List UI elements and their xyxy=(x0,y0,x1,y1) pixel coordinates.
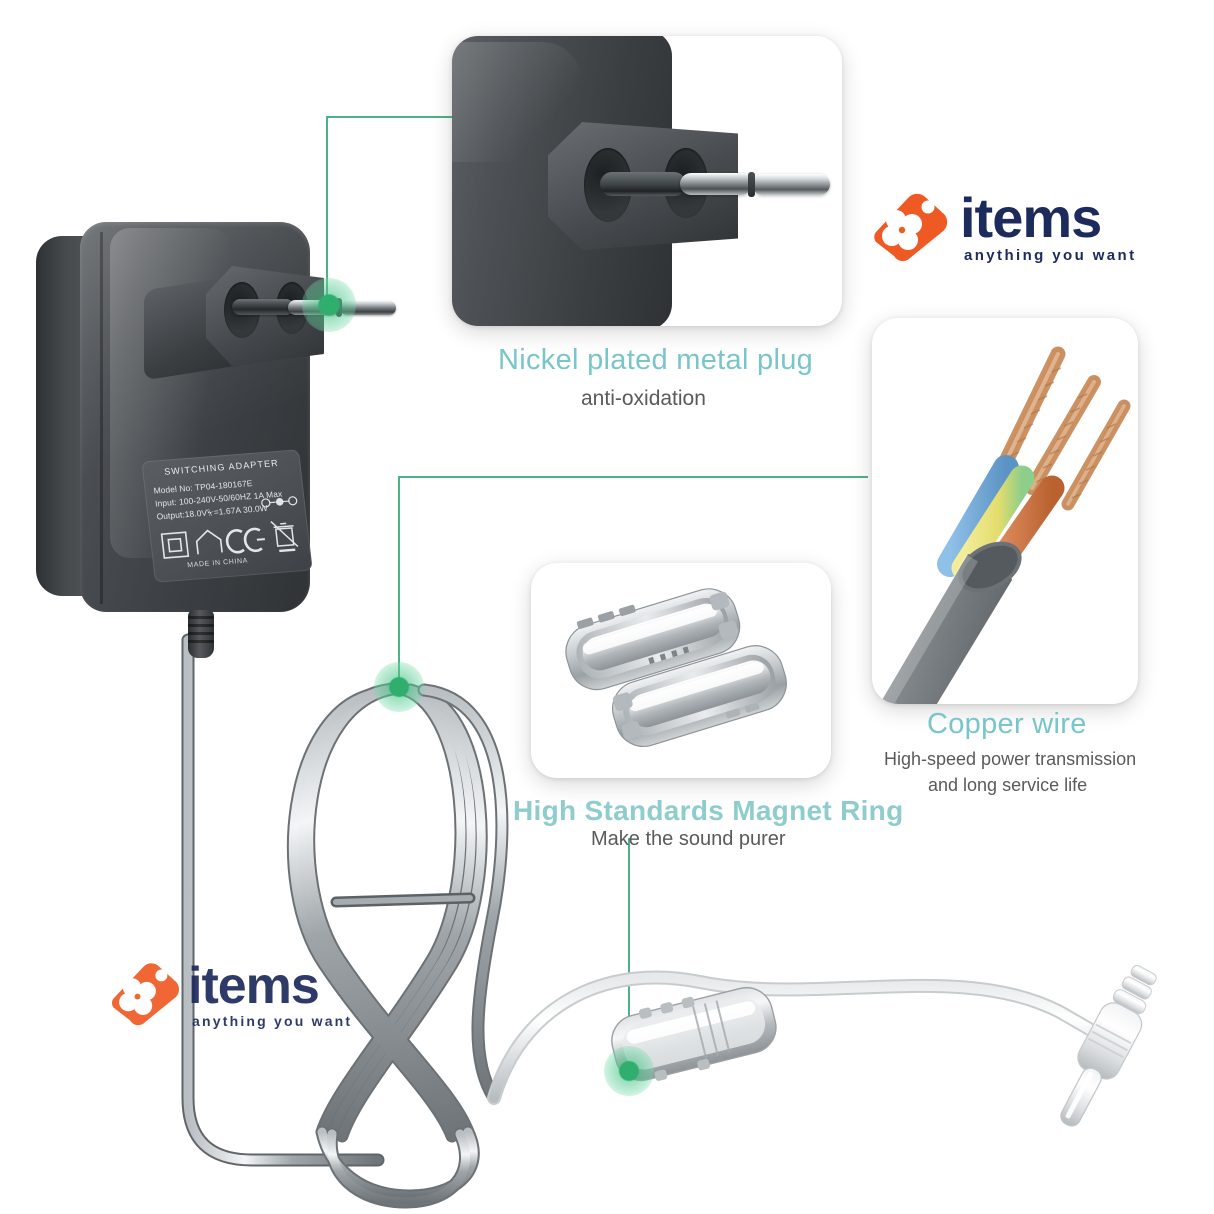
callout-subtitle-copper-wire-line1: High-speed power transmission xyxy=(884,749,1137,769)
dc-plug-barrel-tip xyxy=(1060,1067,1102,1127)
leader-line-plug-horizontal xyxy=(326,116,478,118)
adapter-seam-line xyxy=(100,232,103,604)
ferrite-core-illustration xyxy=(565,588,787,747)
output-cable xyxy=(487,970,1105,1105)
brand-wordmark: items xyxy=(960,186,1102,249)
callout-subtitle-magnet-ring: Make the sound purer xyxy=(591,828,786,850)
ferrite-bead-hotspot[interactable] xyxy=(604,1046,654,1096)
brand-logo-watermark: items anything you want xyxy=(104,956,364,1036)
adapter-pin-base xyxy=(232,299,294,315)
class-ii-icon xyxy=(160,531,190,559)
leader-line-ferrite-vertical xyxy=(628,838,630,1070)
neutral-blue-core xyxy=(937,455,1019,577)
plug-macro-pin-tip xyxy=(752,174,830,195)
plug-macro-pin-seam xyxy=(748,172,755,197)
clover-petals xyxy=(882,210,922,250)
cable-coil-bundle xyxy=(286,681,509,1209)
callout-panel-nickel-plug xyxy=(452,36,842,326)
callout-subtitle-copper-wire-line2: and long service life xyxy=(928,775,1088,795)
leader-line-magnet-vertical xyxy=(398,476,400,684)
label-heading: SWITCHING ADAPTER xyxy=(163,457,280,477)
brand-tagline: anything you want xyxy=(964,247,1137,264)
power-adapter-body: SWITCHING ADAPTER Model No: TP04-180167E… xyxy=(36,222,396,658)
brand-tagline-watermark: anything you want xyxy=(192,1013,353,1029)
callout-subtitle-nickel-plug: anti-oxidation xyxy=(581,387,706,410)
plug-macro-body-highlight xyxy=(452,42,582,162)
callout-panel-magnet-ring xyxy=(531,563,831,778)
callout-title-nickel-plug: Nickel plated metal plug xyxy=(498,344,814,376)
label-certification-marks xyxy=(159,513,304,568)
plug-macro-pin-base xyxy=(600,172,686,196)
leader-line-ferrite-horizontal xyxy=(628,838,630,840)
weee-bin-icon xyxy=(270,521,299,553)
cable-from-adapter xyxy=(181,633,385,1167)
copper-wire-illustration xyxy=(879,346,1131,704)
plug-pin-hotspot[interactable] xyxy=(302,278,356,332)
brand-logo-primary: items anything you want xyxy=(866,186,1146,272)
plug-macro-pin-mid xyxy=(680,173,752,195)
cable-tie-band xyxy=(330,892,476,908)
callout-title-magnet-ring: High Standards Magnet Ring xyxy=(513,795,904,826)
price-tag-icon xyxy=(874,193,948,262)
ce-mark-icon xyxy=(225,527,265,554)
indoor-use-icon xyxy=(195,529,223,555)
polarity-icon xyxy=(261,496,298,508)
callout-title-copper-wire: Copper wire xyxy=(927,708,1087,740)
adapter-strain-relief xyxy=(188,610,214,658)
adapter-spec-label: SWITCHING ADAPTER Model No: TP04-180167E… xyxy=(141,449,313,583)
dc-plug-strain-relief xyxy=(1112,965,1157,1015)
callout-panel-copper-wire xyxy=(872,318,1138,704)
dc-plug-body xyxy=(1077,1002,1143,1080)
dc-barrel-plug xyxy=(1060,965,1157,1127)
leader-line-copper-horizontal xyxy=(398,476,868,478)
price-tag-icon-watermark xyxy=(111,963,179,1026)
cable-coil-hotspot[interactable] xyxy=(374,662,424,712)
leader-line-plug-vertical xyxy=(326,116,328,300)
brand-wordmark-watermark: items xyxy=(188,957,320,1015)
